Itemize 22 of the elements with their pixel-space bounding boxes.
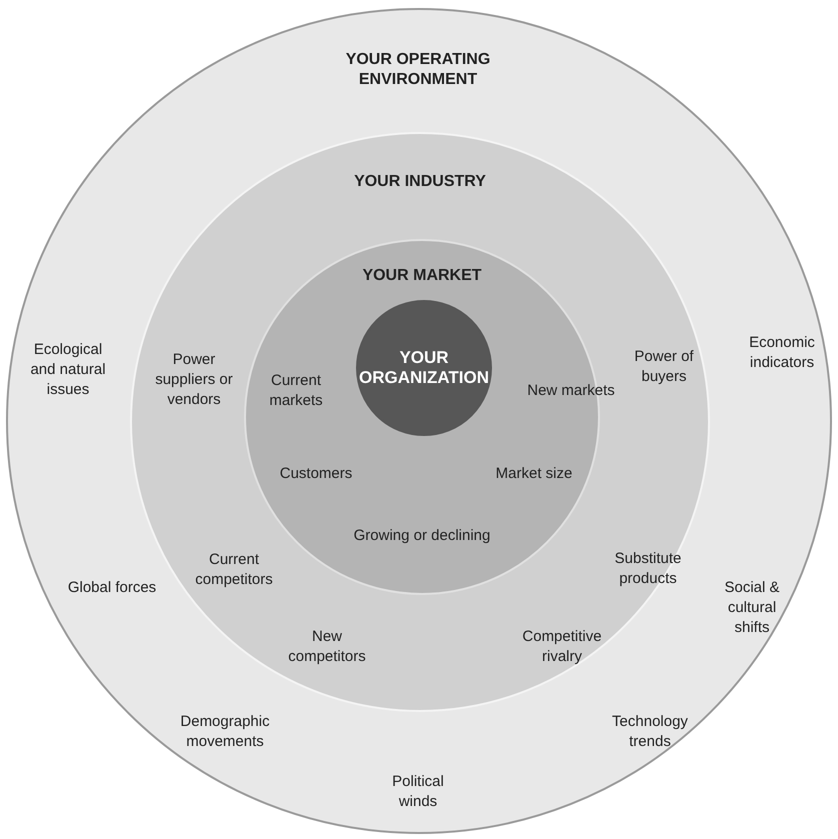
factor-label: Economic indicators (748, 333, 816, 373)
circle-heading: YOUR INDUSTRY (353, 172, 487, 192)
factor-label: Growing or declining (352, 526, 492, 546)
factor-label: Ecological and natural issues (29, 340, 107, 400)
factor-label: Current markets (268, 371, 324, 411)
factor-label: Social & cultural shifts (723, 578, 781, 638)
factor-label: Global forces (67, 578, 157, 598)
factor-label: Power suppliers or vendors (154, 350, 234, 410)
factor-label: Competitive rivalry (521, 627, 603, 667)
circle-heading: YOUR ORGANIZATION (359, 348, 489, 388)
factor-label: Demographic movements (179, 712, 271, 752)
circle-heading: YOUR MARKET (361, 266, 483, 286)
factor-label: New competitors (287, 627, 367, 667)
factor-label: Political winds (391, 772, 445, 812)
circle-heading: YOUR OPERATING ENVIRONMENT (344, 50, 492, 90)
factor-label: Market size (494, 464, 574, 484)
factor-label: New markets (526, 381, 616, 401)
factor-label: Technology trends (611, 712, 689, 752)
factor-label: Customers (278, 464, 354, 484)
factor-label: Power of buyers (633, 347, 695, 387)
factor-label: Current competitors (194, 550, 274, 590)
factor-label: Substitute products (614, 549, 682, 589)
